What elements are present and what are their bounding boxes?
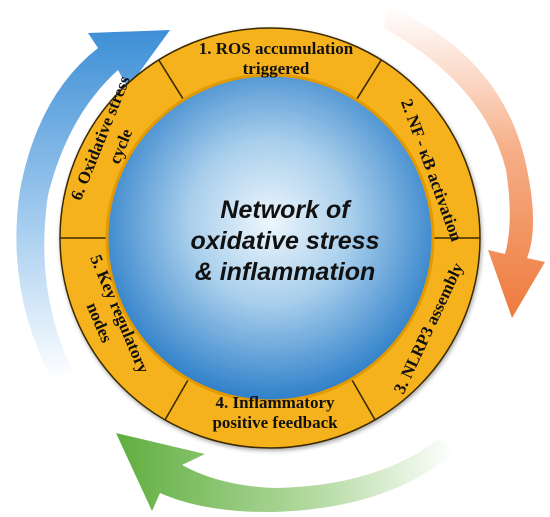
- blue-arrow: [16, 30, 170, 380]
- stage-ring: [59, 27, 481, 449]
- orange-arrow: [384, 6, 545, 318]
- ring-dividers: [60, 59, 480, 421]
- ring-divider: [355, 59, 382, 101]
- center-title-line: & inflammation: [195, 258, 376, 286]
- center-title-line: Network of: [220, 196, 352, 224]
- green-arrow: [116, 433, 455, 513]
- cycle-arrows: [16, 6, 545, 513]
- center-title-line: oxidative stress: [191, 227, 380, 255]
- ring-divider: [350, 378, 376, 421]
- ring-divider: [164, 378, 190, 421]
- segment-label-line: 1. ROS accumulation: [199, 39, 354, 58]
- center-disc: [105, 73, 435, 403]
- segment-label-line: positive feedback: [212, 413, 338, 432]
- segment-label-line: 4. Inflammatory: [216, 393, 335, 412]
- segment-label-line: triggered: [243, 59, 310, 78]
- center-title: Network of oxidative stress & inflammation: [191, 196, 380, 286]
- ring-divider: [158, 59, 185, 101]
